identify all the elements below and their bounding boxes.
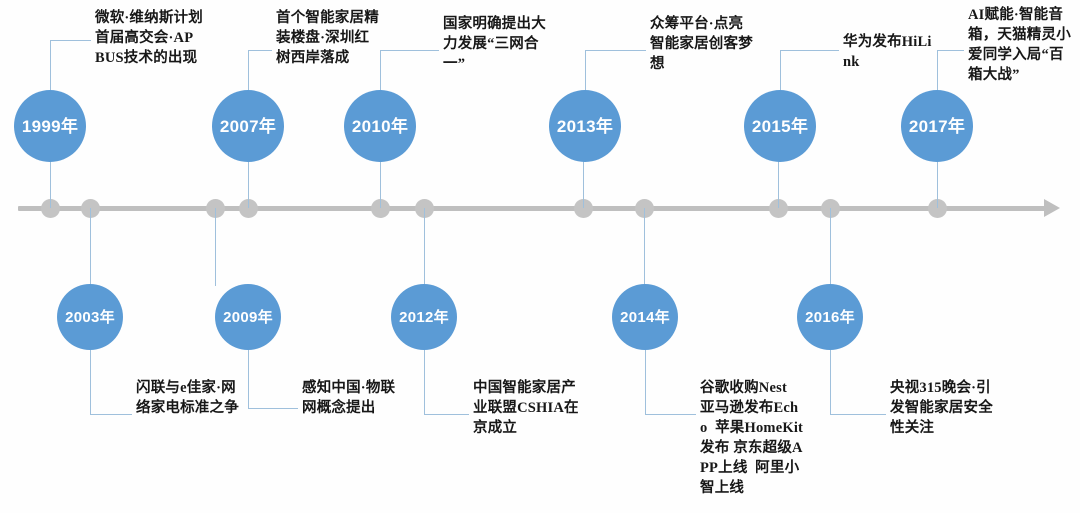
label-connector xyxy=(645,414,696,415)
axis-dot xyxy=(573,198,593,218)
event-label-2017: AI赋能·智能音箱，天猫精灵小爱同学入局“百箱大战” xyxy=(968,7,1071,83)
event-label-2010: 国家明确提出大力发展“三网合一” xyxy=(443,16,546,72)
label-connector xyxy=(780,50,839,51)
label-connector xyxy=(585,50,586,94)
event-label-2012: 中国智能家居产业联盟CSHIA在京成立 xyxy=(473,380,579,436)
bubble-stem xyxy=(215,208,216,286)
label-connector xyxy=(937,50,964,51)
event-label-2015: 华为发布HiLink xyxy=(843,34,932,70)
label-connector xyxy=(585,50,646,51)
year-bubble-2012[interactable]: 2012年 xyxy=(391,284,457,350)
bubble-stem xyxy=(778,160,779,208)
bubble-stem xyxy=(830,208,831,286)
label-connector xyxy=(830,346,831,414)
bubble-stem xyxy=(248,160,249,208)
label-connector xyxy=(248,408,298,409)
event-label-2009: 感知中国·物联网概念提出 xyxy=(302,380,396,416)
year-bubble-1999[interactable]: 1999年 xyxy=(14,90,86,162)
year-bubble-2016[interactable]: 2016年 xyxy=(797,284,863,350)
event-label-2007: 首个智能家居精装楼盘·深圳红树西岸落成 xyxy=(276,10,379,66)
event-label-2016: 央视315晚会·引发智能家居安全性关注 xyxy=(890,380,993,436)
year-bubble-2014[interactable]: 2014年 xyxy=(612,284,678,350)
label-connector xyxy=(645,346,646,414)
year-bubble-2010[interactable]: 2010年 xyxy=(344,90,416,162)
bubble-stem xyxy=(424,208,425,286)
bubble-stem xyxy=(380,160,381,208)
label-connector xyxy=(780,50,781,94)
event-label-1999: 微软·维纳斯计划首届高交会·APBUS技术的出现 xyxy=(95,10,203,66)
axis-dot xyxy=(768,198,788,218)
label-connector xyxy=(248,346,249,408)
label-connector xyxy=(90,414,132,415)
label-connector xyxy=(937,50,938,94)
bubble-stem xyxy=(583,160,584,208)
bubble-stem xyxy=(937,160,938,208)
year-bubble-2015[interactable]: 2015年 xyxy=(744,90,816,162)
label-connector xyxy=(50,40,51,94)
event-label-2003: 闪联与e佳家·网络家电标准之争 xyxy=(136,380,239,416)
year-bubble-2017[interactable]: 2017年 xyxy=(901,90,973,162)
label-connector xyxy=(424,414,469,415)
axis-dot xyxy=(370,198,390,218)
bubble-stem xyxy=(644,208,645,286)
timeline-axis xyxy=(18,206,1046,211)
year-bubble-2009[interactable]: 2009年 xyxy=(215,284,281,350)
label-connector xyxy=(424,346,425,414)
event-label-2014: 谷歌收购Nest 亚马逊发布Echo 苹果HomeKit发布 京东超级APP上线… xyxy=(700,380,804,496)
axis-dot xyxy=(927,198,947,218)
label-connector xyxy=(248,50,249,94)
label-connector xyxy=(248,50,272,51)
label-connector xyxy=(380,50,381,94)
year-bubble-2013[interactable]: 2013年 xyxy=(549,90,621,162)
event-label-2013: 众筹平台·点亮智能家居创客梦想 xyxy=(650,16,753,72)
label-connector xyxy=(380,50,439,51)
axis-arrow-icon xyxy=(1044,199,1060,217)
bubble-stem xyxy=(50,160,51,208)
label-connector xyxy=(830,414,886,415)
year-bubble-2007[interactable]: 2007年 xyxy=(212,90,284,162)
bubble-stem xyxy=(90,208,91,286)
axis-dot xyxy=(40,198,60,218)
year-bubble-2003[interactable]: 2003年 xyxy=(57,284,123,350)
label-connector xyxy=(50,40,91,41)
label-connector xyxy=(90,346,91,414)
axis-dot xyxy=(238,198,258,218)
